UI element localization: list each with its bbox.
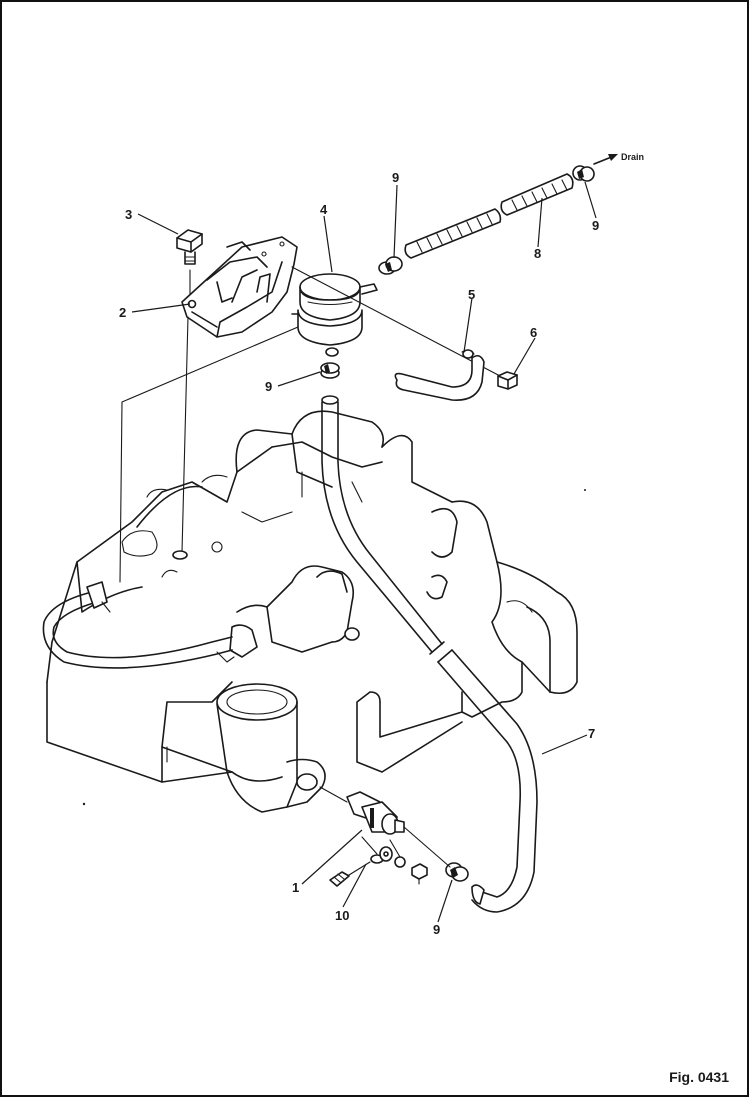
bolt-install-line (181, 316, 189, 553)
hose-clamp-9-mid (320, 362, 340, 379)
drain-arrow-head (608, 154, 618, 161)
callout-7: 7 (588, 726, 595, 741)
callout-10: 10 (335, 908, 349, 923)
callout-9-lower: 9 (433, 922, 440, 937)
figure-label: Fig. 0431 (669, 1069, 729, 1085)
bracket-part-2 (181, 236, 298, 338)
bolt-hole (172, 550, 188, 560)
callout-9-right: 9 (592, 218, 599, 233)
sensor-part-1 (319, 786, 451, 868)
terminal-part-10 (329, 836, 428, 887)
drain-hose-segment-b (500, 173, 574, 216)
engine-block (46, 410, 578, 783)
leader-line-filter-return (119, 326, 299, 583)
bolt-part-6 (497, 371, 518, 390)
callout-3: 3 (125, 207, 132, 222)
callout-6: 6 (530, 325, 537, 340)
left-fitting (216, 565, 360, 663)
return-hose (42, 581, 233, 669)
hose-part-7 (321, 395, 538, 913)
bolt-part-3 (176, 229, 203, 265)
hose-clamp-9-right (572, 165, 595, 182)
callout-2: 2 (119, 305, 126, 320)
callout-leaders (131, 181, 597, 923)
band-clamp-part-5 (394, 349, 485, 401)
callout-8: 8 (534, 246, 541, 261)
speck (82, 802, 86, 806)
callout-5: 5 (468, 287, 475, 302)
drain-label: Drain (621, 152, 644, 162)
filter-part-4 (291, 273, 378, 357)
speck (584, 489, 586, 491)
drain-hose-segment-a (404, 208, 502, 259)
callout-1: 1 (292, 880, 299, 895)
thermostat-housing (166, 683, 326, 813)
hose-clamp-9-upper (378, 256, 403, 275)
callout-9-upper: 9 (392, 170, 399, 185)
center-line-4-6 (291, 266, 503, 378)
callout-9-mid: 9 (265, 379, 272, 394)
callout-4: 4 (320, 202, 328, 217)
